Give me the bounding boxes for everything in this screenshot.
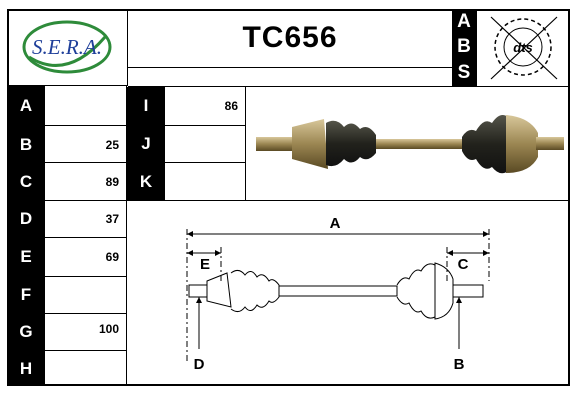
row-divider (7, 200, 570, 201)
leader-arrow-b (456, 297, 462, 303)
right-stub-outline (452, 284, 484, 298)
spec-letter-a: A (7, 86, 45, 126)
dts-seal-box: dts (476, 9, 570, 86)
spec-value-h (45, 351, 119, 386)
seal-gear-outline (494, 18, 552, 76)
spec-value-a (45, 86, 119, 126)
spec-letter-h: H (7, 351, 45, 386)
label-c: C (458, 256, 469, 273)
spec-value-c: 89 (105, 175, 119, 189)
spec-value-k (165, 163, 238, 200)
row-divider (7, 350, 127, 351)
spec-letter-k: K (127, 163, 165, 200)
left-table-border (126, 86, 127, 386)
spec-value-d: 37 (105, 212, 119, 226)
logo-ellipse (22, 20, 112, 74)
spec-value-f (45, 277, 119, 313)
seal-text: dts (513, 40, 533, 55)
abs-letter: B (457, 36, 471, 58)
spec-letter-j: J (127, 126, 165, 162)
shaft-bar (376, 139, 466, 149)
part-code-title: TC656 (242, 21, 338, 54)
drive-shaft-photo (256, 115, 564, 174)
spec-letter-c: C (7, 163, 45, 201)
left-boot-outline (230, 269, 280, 313)
spec-value-b: 25 (105, 137, 119, 152)
row-divider (7, 313, 127, 314)
title-divider (128, 67, 452, 68)
left-spline-stub (256, 137, 294, 151)
spec-letter-d: D (7, 201, 45, 237)
left-boot (326, 120, 376, 167)
label-a: A (330, 215, 341, 232)
label-e: E (200, 256, 210, 273)
shaft-outline (188, 262, 484, 320)
label-b: B (454, 356, 465, 373)
dts-seal: dts (490, 16, 558, 80)
label-d: D (194, 356, 205, 373)
right-housing-outline (434, 262, 454, 320)
spec-letter-f: F (7, 277, 45, 313)
header-bottom-line (128, 86, 570, 87)
right-spline-stub (536, 137, 564, 150)
spec-value-i: 86 (224, 99, 238, 113)
left-cv-housing (292, 119, 328, 169)
row-divider (7, 162, 127, 163)
shaft-bar-outline (278, 285, 398, 297)
dimension-drawing: A E C D B (186, 215, 490, 373)
spec-letter-g: G (7, 314, 45, 350)
seal-inner-ring (503, 27, 543, 67)
leader-arrow-d (196, 297, 202, 303)
abs-letter: S (457, 61, 471, 83)
seal-cross-line (490, 16, 558, 80)
right-boot-outline (396, 263, 436, 319)
right-table-border (245, 86, 246, 201)
spec-value-g: 100 (98, 322, 119, 336)
logo-text: S.E.R.A. (32, 35, 102, 59)
left-stub-outline (188, 284, 208, 298)
logo-box: S.E.R.A. (7, 9, 128, 86)
abs-letter: A (457, 10, 471, 32)
row-divider (7, 125, 127, 126)
spec-letter-e: E (7, 238, 45, 276)
abs-letter-column: A B S (452, 9, 476, 86)
right-boot (462, 115, 508, 174)
logo-swoosh (28, 36, 107, 67)
row-divider (7, 276, 127, 277)
spec-letter-b: B (7, 126, 45, 163)
right-cv-housing (506, 115, 538, 173)
row-divider (127, 125, 245, 126)
left-housing-outline (206, 272, 232, 308)
row-divider (7, 237, 127, 238)
row-divider (127, 162, 245, 163)
sera-logo: S.E.R.A. (22, 20, 112, 74)
spec-value-e: 69 (105, 250, 119, 264)
spec-letter-i: I (127, 87, 165, 125)
spec-value-j (165, 126, 238, 162)
